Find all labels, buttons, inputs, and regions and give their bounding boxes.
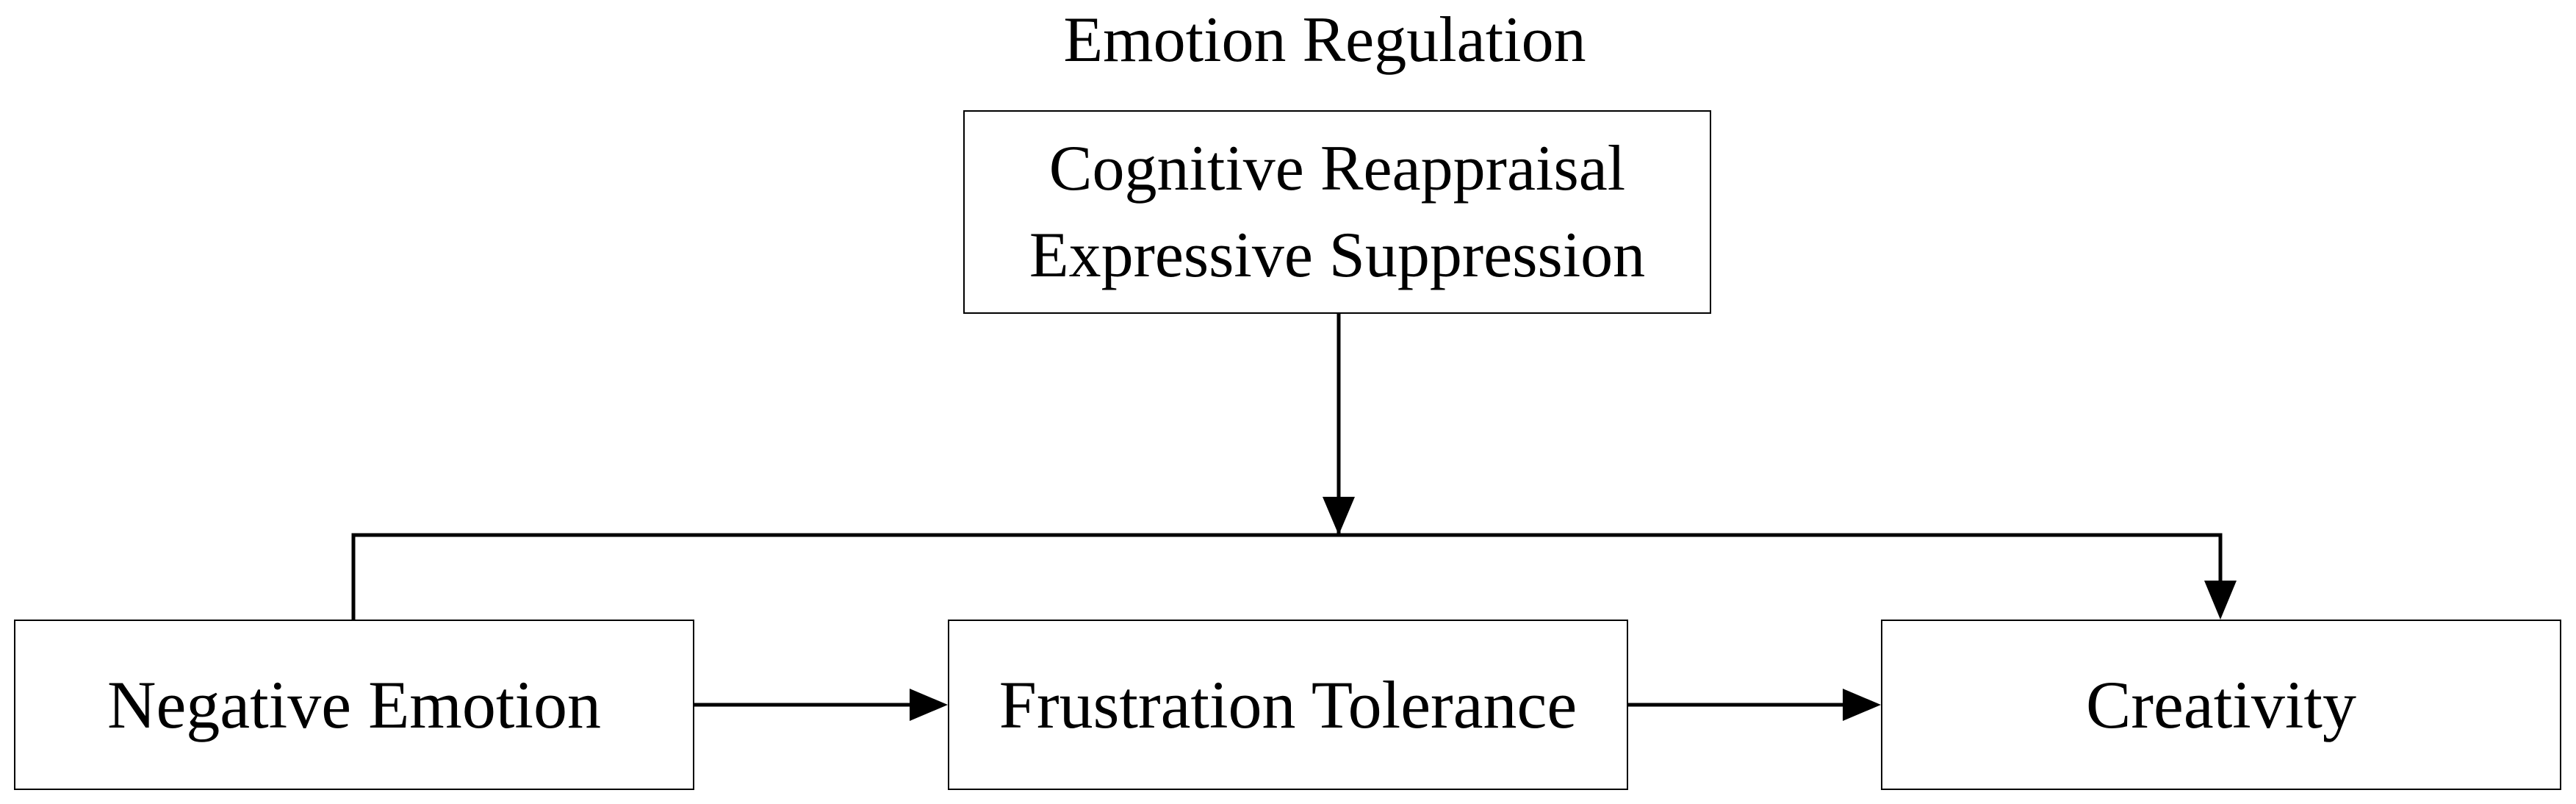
negative-emotion-label: Negative Emotion <box>107 667 601 742</box>
creativity-box: Creativity <box>1881 620 2561 790</box>
arrowhead-frustration-to-creativity <box>1843 689 1881 721</box>
frustration-tolerance-box: Frustration Tolerance <box>948 620 1628 790</box>
frustration-tolerance-label: Frustration Tolerance <box>999 667 1577 742</box>
negative-emotion-box: Negative Emotion <box>14 620 694 790</box>
moderator-label-cognitive-reappraisal: Cognitive Reappraisal <box>1048 132 1626 204</box>
direct-path-arrowhead <box>2204 581 2237 620</box>
diagram-title: Emotion Regulation <box>1063 4 1586 76</box>
creativity-label: Creativity <box>2086 667 2356 742</box>
arrowhead-negative-to-frustration <box>910 689 948 721</box>
moderator-label-expressive-suppression: Expressive Suppression <box>1029 219 1646 291</box>
moderator-arrowhead <box>1323 497 1355 535</box>
moderator-box: Cognitive Reappraisal Expressive Suppres… <box>963 110 1711 314</box>
direct-path-connector <box>351 533 2223 620</box>
